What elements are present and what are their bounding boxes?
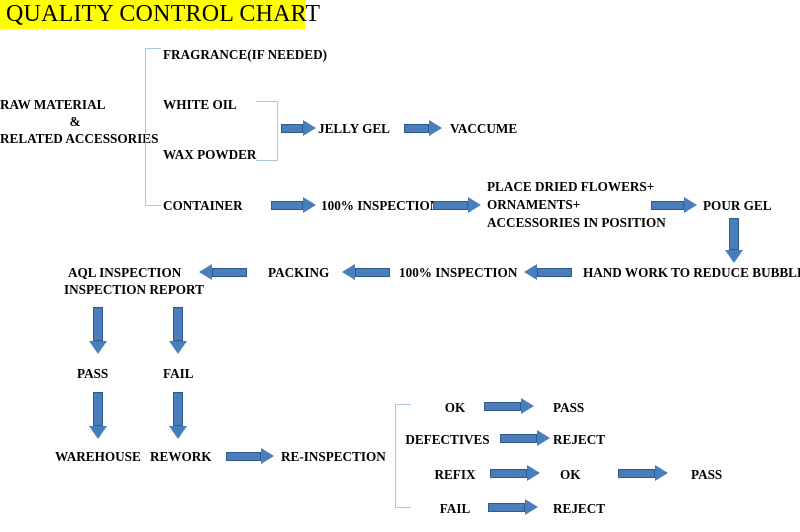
node-white-oil: WHITE OIL	[163, 97, 237, 112]
node-re-inspection: RE-INSPECTION	[281, 449, 386, 464]
node-vaccume: VACCUME	[450, 121, 518, 136]
arrow-jelly-gel-to-vaccume	[404, 120, 442, 137]
node-reject-second: REJECT	[553, 501, 606, 516]
title-highlight-band	[0, 0, 305, 29]
arrow-place-dried-to-pour-gel	[651, 197, 697, 214]
node-ok-second: OK	[560, 467, 581, 482]
node-fail-left: FAIL	[163, 366, 194, 381]
node-hand-work: HAND WORK TO REDUCE BUBBLES	[583, 265, 800, 280]
arrow-ok-to-pass	[484, 398, 534, 415]
node-fail-branch: FAIL	[439, 501, 471, 516]
arrow-container-to-inspection	[271, 197, 316, 214]
node-warehouse: WAREHOUSE	[55, 449, 141, 464]
node-place-dried-line1: PLACE DRIED FLOWERS+	[487, 179, 655, 194]
node-place-dried-line2: ORNAMENTS+	[487, 197, 581, 212]
node-reject-first: REJECT	[553, 432, 606, 447]
node-inspection-100-first: 100% INSPECTION	[321, 198, 440, 213]
arrow-aql-to-pass	[89, 307, 107, 354]
node-related-accessories: RELATED ACCESSORIES	[0, 131, 159, 146]
node-raw-material-ampersand: &	[69, 114, 81, 129]
node-refix: REFIX	[434, 467, 476, 482]
arrow-packing-to-aql	[199, 264, 247, 281]
node-jelly-gel: JELLY GEL	[318, 121, 390, 136]
arrow-to-jelly-gel	[281, 120, 316, 137]
node-aql-inspection: AQL INSPECTION	[68, 265, 182, 280]
node-place-dried-line3: ACCESSORIES IN POSITION	[487, 215, 666, 230]
arrow-aql-to-fail	[169, 307, 187, 354]
arrow-pour-gel-to-hand-work	[725, 218, 743, 263]
page-title: QUALITY CONTROL CHART	[6, 1, 321, 27]
arrow-defectives-to-reject	[500, 430, 550, 447]
arrow-inspection-to-packing	[342, 264, 390, 281]
node-rework: REWORK	[150, 449, 212, 464]
node-pass-branch-first: PASS	[553, 400, 585, 415]
arrow-hand-work-to-inspection	[524, 264, 572, 281]
arrow-inspection-to-place-dried	[433, 197, 481, 214]
arrow-refix-to-ok	[490, 465, 540, 482]
node-pass-branch-second: PASS	[691, 467, 723, 482]
arrow-pass-to-warehouse	[89, 392, 107, 439]
node-pass-left: PASS	[77, 366, 109, 381]
bracket-oil-wax-merge	[256, 101, 278, 161]
bracket-raw-material-branches	[145, 48, 161, 206]
node-ok-first: OK	[444, 400, 466, 415]
node-inspection-report: INSPECTION REPORT	[64, 282, 204, 297]
arrow-fail-to-rework	[169, 392, 187, 439]
node-pour-gel: POUR GEL	[703, 198, 772, 213]
node-container: CONTAINER	[163, 198, 243, 213]
arrow-fail-to-reject	[488, 499, 538, 516]
node-wax-powder: WAX POWDER	[163, 147, 257, 162]
node-raw-material-line1: RAW MATERIAL	[0, 97, 106, 112]
node-inspection-100-second: 100% INSPECTION	[399, 265, 518, 280]
node-packing: PACKING	[268, 265, 330, 280]
node-defectives: DEFECTIVES	[405, 432, 490, 447]
node-fragrance: FRAGRANCE(IF NEEDED)	[163, 47, 327, 62]
arrow-rework-to-re-inspection	[226, 448, 274, 465]
bracket-re-inspection-outcomes	[395, 404, 411, 508]
arrow-ok-to-pass-second	[618, 465, 668, 482]
